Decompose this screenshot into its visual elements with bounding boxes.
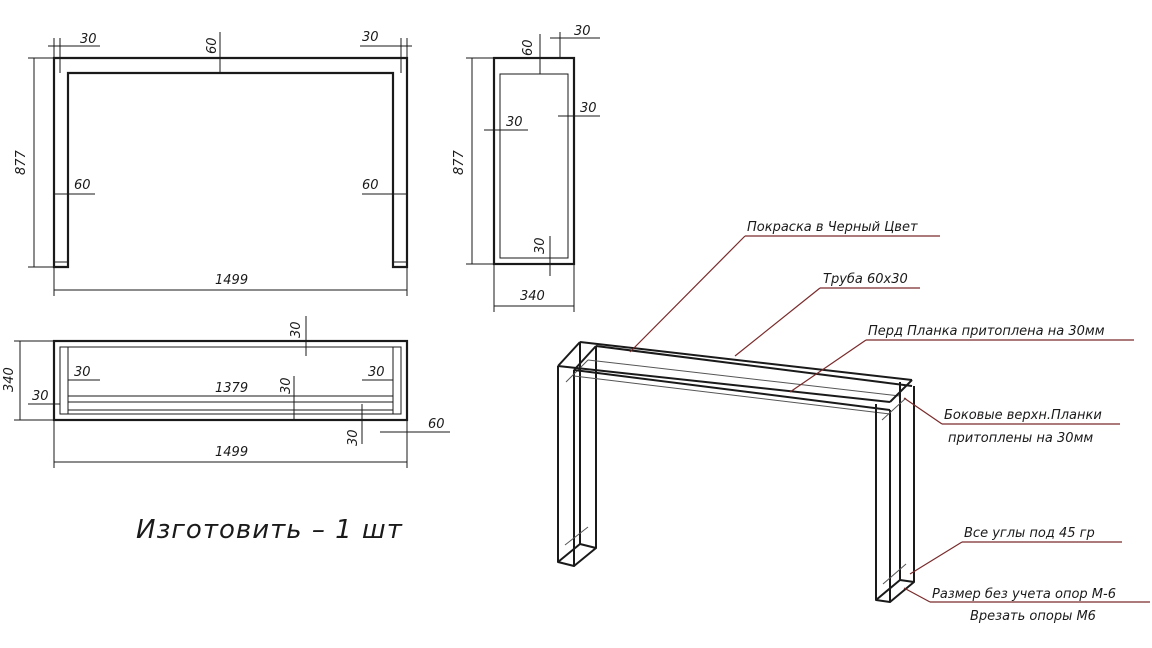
note-size: Размер без учета опор М-6 (932, 587, 1116, 602)
notes: Покраска в Черный Цвет Труба 60х30 Перд … (629, 220, 1150, 624)
top-view-frame-inner (59, 346, 402, 415)
front-view: 30 60 30 877 60 60 1499 (14, 30, 412, 296)
front-dim-top-right: 30 (362, 30, 379, 45)
note-side-bars-line2: притоплены на 30мм (948, 431, 1093, 446)
top-dim-center-30: 30 (279, 377, 294, 394)
front-dim-width: 1499 (215, 273, 248, 288)
side-view: 60 30 30 30 877 30 340 (452, 24, 600, 312)
side-dim-height: 877 (452, 149, 467, 175)
side-dim-top-30: 30 (574, 24, 591, 39)
note-tube: Труба 60х30 (823, 272, 908, 287)
front-dim-leg-left: 60 (74, 178, 91, 193)
front-dim-top-left: 30 (80, 32, 97, 47)
note-corners: Все углы под 45 гр (964, 526, 1095, 541)
top-dim-right-30: 30 (368, 365, 385, 380)
front-view-frame-outer (52, 56, 409, 269)
top-dim-bottom-60: 60 (428, 417, 445, 432)
side-view-frame-inner (499, 73, 569, 259)
top-dim-left-30-b: 30 (32, 389, 49, 404)
side-dim-right-30: 30 (580, 101, 597, 116)
top-dim-inner: 1379 (215, 381, 248, 396)
top-dim-bottom-30: 30 (346, 429, 361, 446)
side-dim-left-30: 30 (506, 115, 523, 130)
note-side-bars-line1: Боковые верхн.Планки (944, 408, 1102, 423)
side-dim-width: 340 (520, 289, 545, 304)
front-dim-leg-right: 60 (362, 178, 379, 193)
side-view-frame-outer (492, 56, 576, 266)
top-view-frame-outer (52, 339, 409, 422)
front-dim-height: 877 (14, 149, 29, 175)
top-view: 30 340 30 30 1379 30 30 30 60 1499 (2, 316, 450, 468)
top-dim-width: 1499 (215, 445, 248, 460)
top-dim-left-30-a: 30 (74, 365, 91, 380)
front-dim-top-center: 60 (205, 37, 220, 54)
top-dim-top-30: 30 (289, 321, 304, 338)
note-front-bar: Перд Планка притоплена на 30мм (868, 324, 1105, 339)
side-dim-bottom-30: 30 (533, 237, 548, 254)
isometric-view (557, 341, 915, 603)
make-quantity-label: Изготовить – 1 шт (136, 515, 403, 545)
side-dim-top-60: 60 (521, 39, 536, 56)
top-dim-depth: 340 (2, 367, 17, 392)
note-feet: Врезать опоры М6 (970, 609, 1096, 624)
note-paint: Покраска в Черный Цвет (747, 220, 918, 235)
